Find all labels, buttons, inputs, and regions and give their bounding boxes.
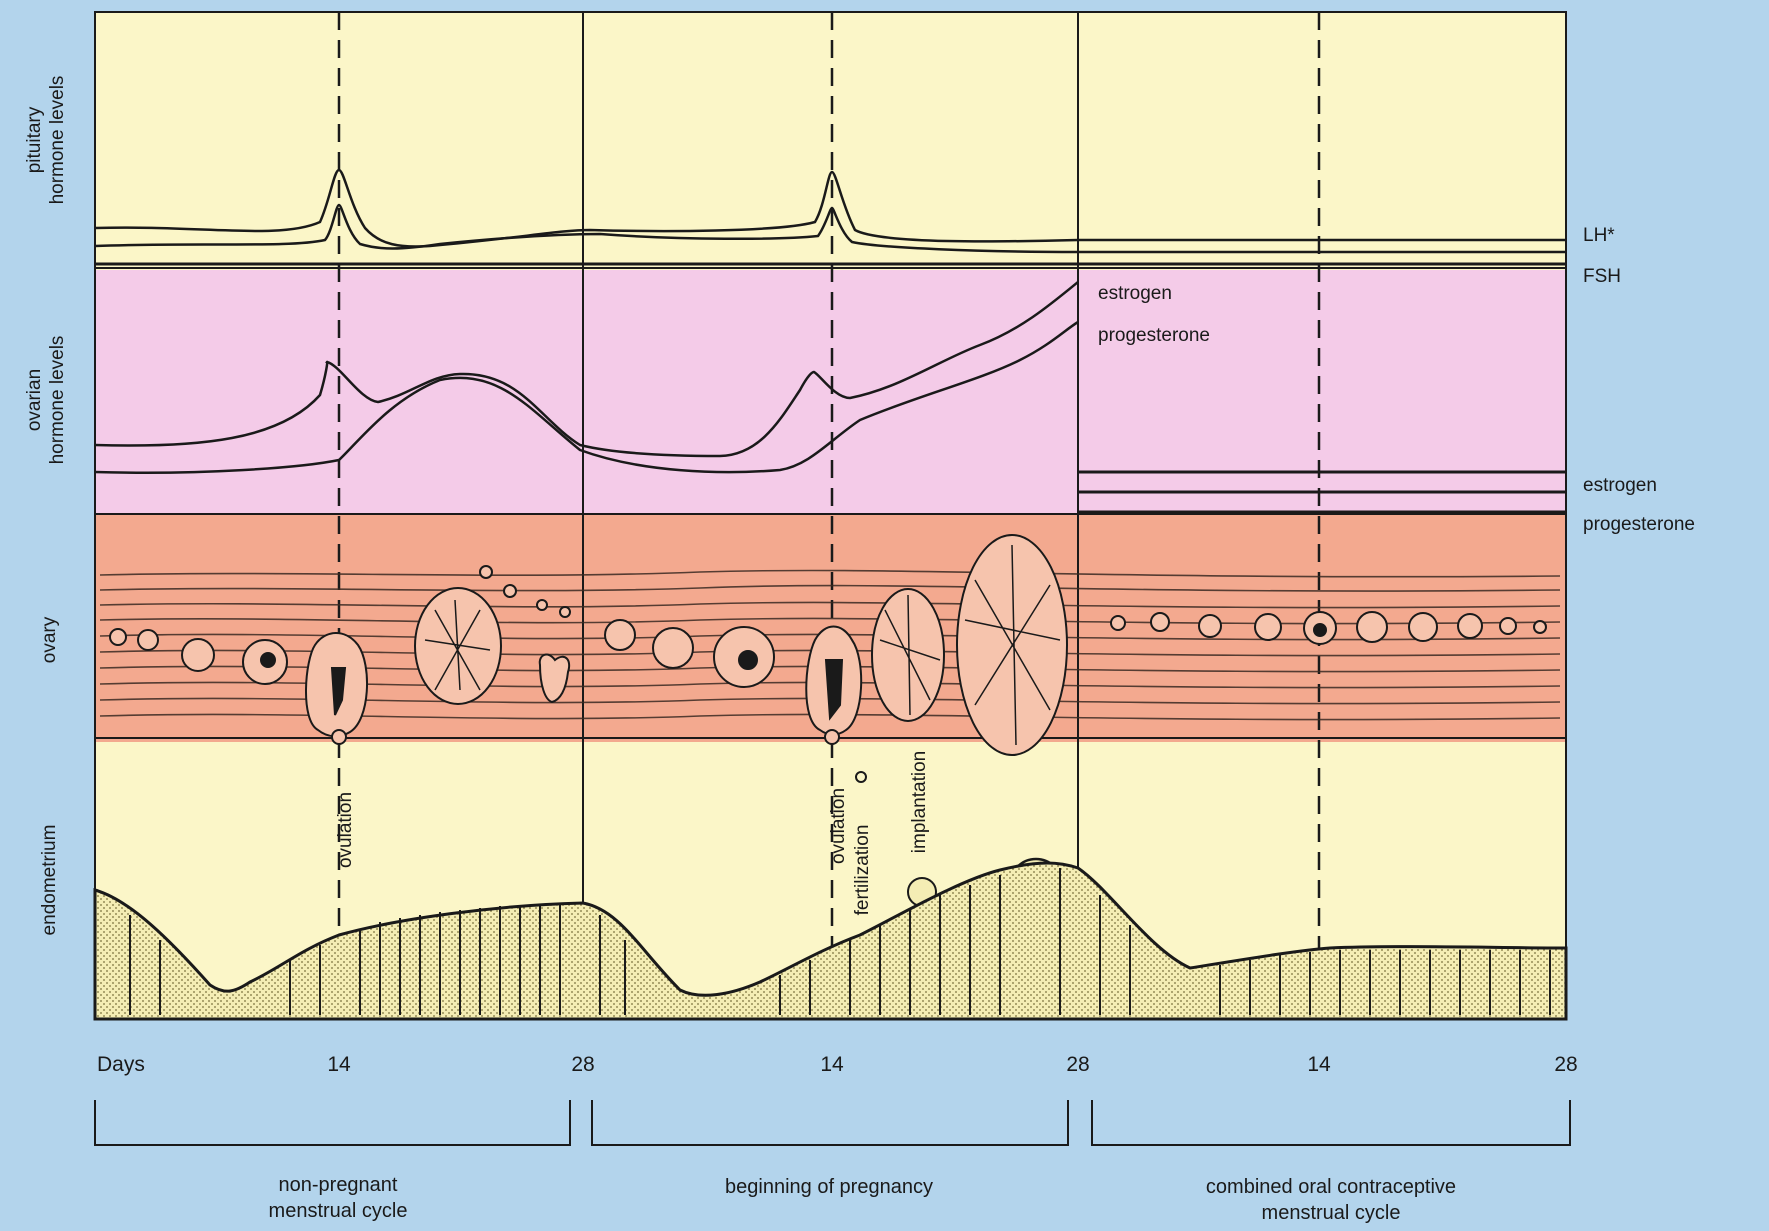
follicle — [1458, 614, 1482, 638]
lh-label: LH* — [1583, 225, 1615, 246]
days-axis-label: Days — [97, 1053, 145, 1076]
fsh-label: FSH — [1583, 266, 1621, 287]
follicle — [1199, 615, 1221, 637]
follicle — [182, 639, 214, 671]
tick-label: 28 — [1066, 1053, 1089, 1076]
follicle — [605, 620, 635, 650]
tick-label: 28 — [1554, 1053, 1577, 1076]
day-ticks: 14 28 14 28 14 28 — [327, 1053, 1577, 1076]
follicle — [1357, 612, 1387, 642]
fertilization-dot — [856, 772, 866, 782]
endometrium-label: endometrium — [39, 825, 60, 936]
fertilization-label: fertilization — [852, 825, 873, 916]
bracket-pregnancy — [592, 1100, 1068, 1145]
estrogen-top-label: estrogen — [1098, 283, 1172, 304]
follicle — [110, 629, 126, 645]
follicle — [1151, 613, 1169, 631]
tick-label: 28 — [571, 1053, 594, 1076]
implantation-label: implantation — [909, 751, 930, 853]
follicle — [138, 630, 158, 650]
tick-label: 14 — [327, 1053, 351, 1076]
bracket-nonpregnant — [95, 1100, 570, 1145]
pituitary-band — [95, 12, 1566, 270]
estrogen-right-label: estrogen — [1583, 475, 1657, 496]
ovary-label: ovary — [39, 616, 60, 663]
phase-label-nonpregnant-1: non-pregnant — [279, 1174, 398, 1196]
ovarian-label-line2: hormone levels — [47, 336, 68, 465]
follicle — [1534, 621, 1546, 633]
follicle — [653, 628, 693, 668]
follicle — [1500, 618, 1516, 634]
bracket-pill — [1092, 1100, 1570, 1145]
ovarian-label-line1: ovarian — [24, 369, 45, 431]
follicle — [1409, 613, 1437, 641]
progesterone-right-label: progesterone — [1583, 514, 1695, 535]
ovulation-label-1: ovulation — [335, 792, 356, 868]
phase-label-pill-2: menstrual cycle — [1262, 1202, 1401, 1224]
follicle — [1255, 614, 1281, 640]
released-egg — [825, 730, 839, 744]
released-egg — [332, 730, 346, 744]
phase-label-pregnancy: beginning of pregnancy — [725, 1176, 933, 1198]
ovarian-band — [95, 270, 1566, 514]
pituitary-label-line1: pituitary — [24, 106, 45, 173]
ovulation-label-2: ovulation — [828, 788, 849, 864]
follicle — [1111, 616, 1125, 630]
pituitary-label-line2: hormone levels — [47, 76, 68, 205]
phase-label-pill-1: combined oral contraceptive — [1206, 1176, 1456, 1198]
phase-brackets — [95, 1100, 1570, 1145]
tick-label: 14 — [1307, 1053, 1331, 1076]
progesterone-top-label: progesterone — [1098, 325, 1210, 346]
phase-label-nonpregnant-2: menstrual cycle — [269, 1200, 408, 1222]
tick-label: 14 — [820, 1053, 844, 1076]
